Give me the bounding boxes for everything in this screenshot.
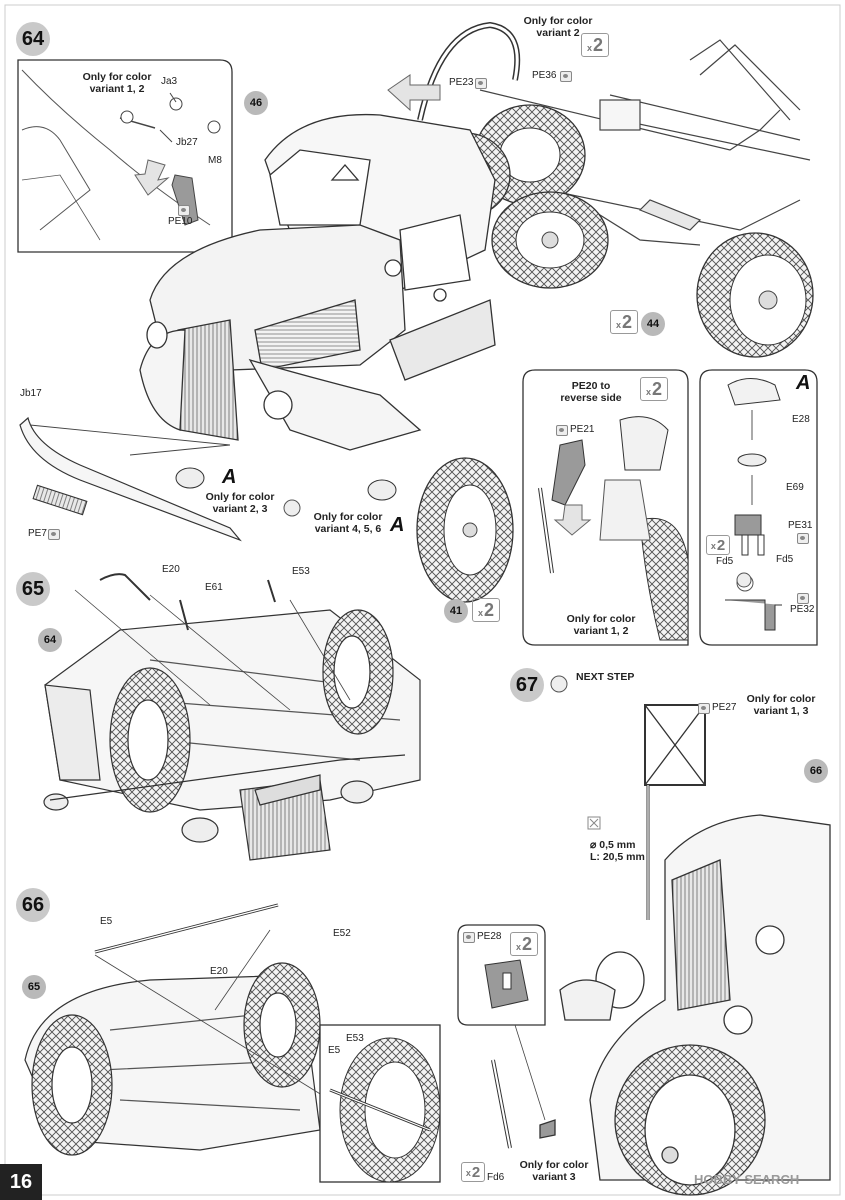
part-ja3: Ja3	[161, 76, 178, 87]
variant-note-4-5-6: Only for color variant 4, 5, 6	[313, 511, 383, 535]
part-pe36: PE36	[532, 70, 557, 81]
photo-etch-icon	[797, 593, 809, 604]
step-number-64: 64	[16, 22, 50, 56]
part-e53-65: E53	[292, 566, 310, 577]
step-number-66: 66	[16, 888, 50, 922]
step66-underside	[24, 903, 331, 1156]
part-e5-66: E5	[100, 916, 113, 927]
part-pe21: PE21	[570, 424, 595, 435]
truck-cab	[139, 113, 496, 451]
step65-underside	[43, 573, 421, 861]
marker-a-2: A	[390, 514, 405, 536]
rod-diameter: ⌀ 0,5 mm	[590, 839, 636, 851]
part-circle-41: 41	[444, 599, 468, 623]
part-circle-64: 64	[38, 628, 62, 652]
multiplier-value: 2	[484, 600, 495, 620]
multiplier-x: x	[615, 320, 621, 330]
multiplier-value: 2	[471, 1164, 481, 1181]
part-pe27: PE27	[712, 702, 737, 713]
next-step-label: NEXT STEP	[576, 671, 635, 683]
multiplier-x: x	[710, 541, 716, 551]
multiplier-value: 2	[652, 379, 663, 399]
part-fd5-a: Fd5	[716, 556, 734, 567]
multiplier-value: 2	[622, 312, 633, 332]
photo-etch-icon	[48, 529, 60, 540]
inset-mirror-detail	[17, 59, 233, 253]
part-e69: E69	[786, 482, 804, 493]
part-e52: E52	[333, 928, 351, 939]
part-pe7: PE7	[28, 528, 47, 539]
part-e61: E61	[205, 582, 223, 593]
variant-note-2-3: Only for color variant 2, 3	[205, 491, 275, 515]
part-pe23: PE23	[449, 77, 474, 88]
part-e28: E28	[792, 414, 810, 425]
variant-note-1-2-pe20: Only for color variant 1, 2	[566, 613, 636, 637]
watermark: HOBBY SEARCH	[694, 1172, 800, 1187]
part-e20-65: E20	[162, 564, 180, 575]
part-e20-66: E20	[210, 966, 228, 977]
part-fd6: Fd6	[487, 1172, 505, 1183]
inset-a-detail	[699, 369, 818, 646]
photo-etch-icon	[475, 78, 487, 89]
marker-a-1: A	[222, 466, 237, 488]
part-e53-66: E53	[346, 1033, 364, 1044]
multiplier-x: x	[515, 942, 521, 952]
photo-etch-icon	[178, 205, 190, 216]
step67-flag-and-truck	[491, 704, 831, 1196]
part-pe28: PE28	[477, 931, 502, 942]
photo-etch-icon	[463, 932, 475, 943]
multiplier-value: 2	[522, 934, 533, 954]
step-number-65: 65	[16, 572, 50, 606]
part-fd5-b: Fd5	[776, 554, 794, 565]
variant-note-3: Only for color variant 3	[519, 1159, 589, 1183]
photo-etch-icon	[698, 703, 710, 714]
photo-etch-icon	[556, 425, 568, 436]
rod-length: L: 20,5 mm	[590, 851, 645, 863]
photo-etch-icon	[797, 533, 809, 544]
page-number: 16	[0, 1164, 42, 1200]
multiplier-x: x	[477, 608, 483, 618]
pe20-reverse-note: PE20 to reverse side	[560, 380, 622, 404]
part-circle-66: 66	[804, 759, 828, 783]
part-circle-65: 65	[22, 975, 46, 999]
multiplier-value: 2	[593, 35, 604, 55]
part-circle-46: 46	[244, 91, 268, 115]
marker-a-3: A	[796, 372, 811, 394]
inset-pe20	[522, 369, 689, 646]
photo-etch-icon	[560, 71, 572, 82]
variant-note-1-2-inset: Only for color variant 1, 2	[82, 71, 152, 95]
part-pe10: PE10	[168, 216, 193, 227]
part-m8: M8	[208, 155, 222, 166]
multiplier-x: x	[586, 43, 592, 53]
inset-pe28	[457, 924, 546, 1121]
inset-e5-detail	[319, 1024, 441, 1183]
part-jb27: Jb27	[176, 137, 198, 148]
part-jb17: Jb17	[20, 388, 42, 399]
part-e5-inset: E5	[328, 1045, 341, 1056]
variant-note-1-3: Only for color variant 1, 3	[746, 693, 816, 717]
part-pe32: PE32	[790, 604, 815, 615]
part-circle-44: 44	[641, 312, 665, 336]
part-pe31: PE31	[788, 520, 813, 531]
multiplier-x: x	[645, 387, 651, 397]
chassis-frame	[479, 39, 811, 246]
multiplier-value: 2	[716, 537, 726, 554]
variant-note-2: Only for color variant 2	[523, 15, 593, 39]
step-number-67: 67	[510, 668, 544, 702]
multiplier-x: x	[465, 1168, 471, 1178]
